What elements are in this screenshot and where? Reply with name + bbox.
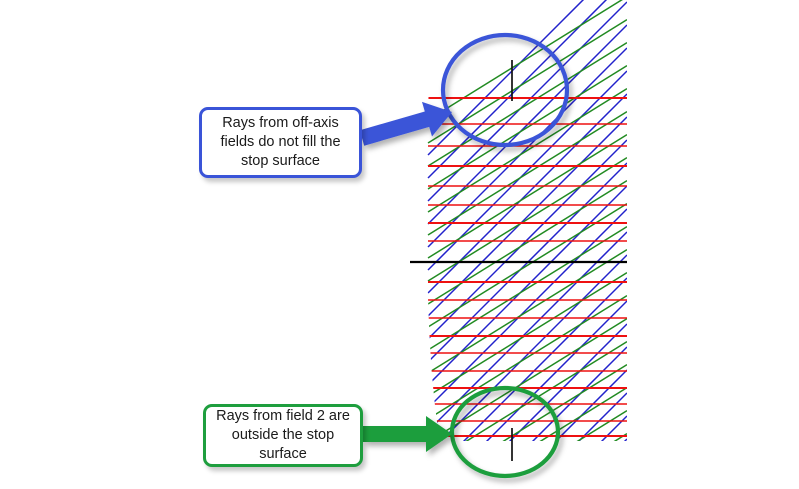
off-axis-blue-rays-16 [427, 323, 627, 441]
field2-green-rays-5 [427, 110, 627, 236]
field2-green-rays-16 [427, 363, 627, 441]
field2-green-rays-9 [427, 202, 627, 328]
off-axis-blue-rays-19 [427, 392, 627, 441]
callout-rays-off-axis[interactable]: Rays from off-axis fields do not fill th… [199, 107, 362, 178]
field2-green-rays-13 [427, 294, 627, 420]
green-highlight-ellipse [449, 385, 561, 479]
blue-callout-arrow [359, 101, 452, 146]
off-axis-blue-rays-17 [427, 346, 627, 441]
callout-rays-off-axis-label: Rays from off-axis fields do not fill th… [220, 115, 341, 169]
callout-rays-field2-label: Rays from field 2 are outside the stop s… [216, 408, 350, 462]
field2-green-rays-3 [427, 64, 627, 190]
field2-green-rays-17 [427, 386, 627, 441]
off-axis-blue-rays-22 [428, 462, 627, 489]
field2-green-rays-4 [427, 87, 627, 213]
ray-bundle [427, 0, 627, 489]
off-axis-blue-rays-18 [427, 369, 627, 441]
field2-green-rays-18 [427, 409, 627, 441]
field2-green-rays-1 [427, 18, 627, 144]
blue-highlight-ellipse [440, 32, 570, 148]
off-axis-blue-rays-14 [427, 277, 627, 441]
field2-green-rays-0 [427, 0, 627, 121]
off-axis-blue-rays-1 [427, 0, 627, 179]
field2-green-rays-6 [427, 133, 627, 259]
field2-green-rays-10 [427, 225, 627, 351]
field2-green-rays-8 [427, 179, 627, 305]
field2-green-rays-12 [427, 271, 627, 397]
green-callout-arrow [363, 416, 452, 452]
off-axis-blue-rays-21 [427, 438, 627, 441]
field2-green-rays-7 [427, 156, 627, 282]
off-axis-blue-rays-15 [427, 300, 627, 441]
field2-green-rays-19 [427, 432, 627, 441]
off-axis-blue-rays-23 [428, 485, 627, 489]
callout-rays-field2[interactable]: Rays from field 2 are outside the stop s… [203, 404, 363, 467]
